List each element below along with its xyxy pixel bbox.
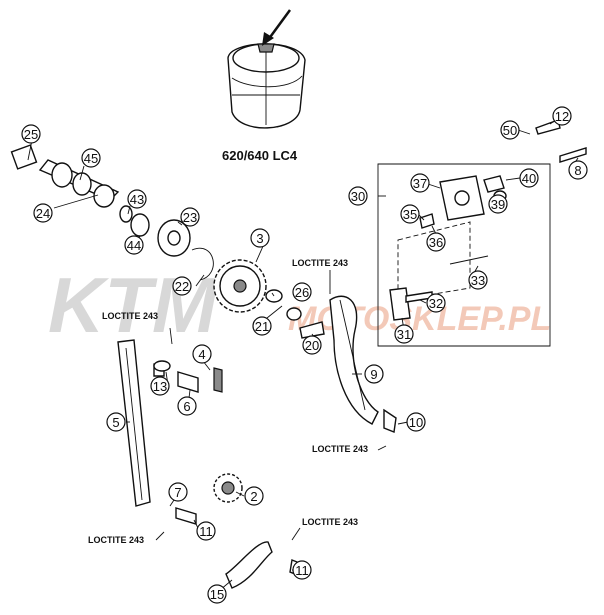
callout-50: 50: [500, 120, 520, 140]
svg-text:4: 4: [198, 347, 205, 362]
svg-text:36: 36: [429, 235, 443, 250]
bolt-drawing: [535, 119, 561, 135]
svg-text:24: 24: [36, 206, 50, 221]
svg-text:35: 35: [403, 207, 417, 222]
model-label: 620/640 LC4: [222, 148, 298, 163]
callout-13: 13: [150, 376, 170, 396]
cylinder-head-drawing: [227, 43, 306, 129]
svg-text:37: 37: [413, 176, 427, 191]
svg-text:43: 43: [130, 192, 144, 207]
svg-text:11: 11: [295, 563, 309, 578]
loctite-label: LOCTITE 243: [302, 517, 358, 527]
callout-2: 2: [244, 486, 264, 506]
tensioner-rail-drawing: [329, 295, 397, 433]
cam-sprocket-drawing: [213, 259, 325, 339]
callout-30: 30: [348, 186, 368, 206]
svg-text:12: 12: [555, 109, 569, 124]
svg-text:30: 30: [351, 189, 365, 204]
svg-text:45: 45: [84, 151, 98, 166]
callout-26: 26: [292, 282, 312, 302]
callout-44: 44: [124, 235, 144, 255]
svg-text:40: 40: [522, 171, 536, 186]
loctite-label: LOCTITE 243: [102, 311, 158, 321]
svg-text:15: 15: [210, 587, 224, 602]
svg-text:50: 50: [503, 123, 517, 138]
svg-text:39: 39: [491, 197, 505, 212]
crank-sprocket-drawing: [213, 473, 243, 503]
lower-guide-drawing: [225, 541, 303, 589]
indicator-arrow: [266, 9, 292, 41]
callout-4: 4: [192, 344, 212, 364]
callout-20: 20: [302, 335, 322, 355]
callout-32: 32: [426, 293, 446, 313]
svg-text:7: 7: [174, 485, 181, 500]
callout-24: 24: [33, 203, 53, 223]
callout-11: 11: [196, 521, 216, 541]
callout-3: 3: [250, 228, 270, 248]
svg-text:31: 31: [397, 327, 411, 342]
callout-40: 40: [519, 168, 539, 188]
callout-22: 22: [172, 276, 192, 296]
loctite-label: LOCTITE 243: [292, 258, 348, 268]
svg-text:6: 6: [183, 399, 190, 414]
svg-text:22: 22: [175, 279, 189, 294]
callout-11: 11: [292, 560, 312, 580]
svg-text:2: 2: [250, 489, 257, 504]
callout-5: 5: [106, 412, 126, 432]
callout-10: 10: [406, 412, 426, 432]
svg-text:44: 44: [127, 238, 141, 253]
callout-37: 37: [410, 173, 430, 193]
svg-text:26: 26: [295, 285, 309, 300]
tensioner-assembly-drawing: [377, 163, 551, 347]
callout-35: 35: [400, 204, 420, 224]
chain-guide-drawing: [117, 339, 223, 507]
indicator-arrowhead: [262, 32, 274, 46]
callout-9: 9: [364, 364, 384, 384]
callout-31: 31: [394, 324, 414, 344]
svg-text:33: 33: [471, 273, 485, 288]
watermark-brand: KTM: [48, 261, 219, 349]
svg-text:23: 23: [183, 210, 197, 225]
callout-33: 33: [468, 270, 488, 290]
callout-45: 45: [81, 148, 101, 168]
watermark-shop: MOTOSKLEP.PL: [288, 300, 551, 338]
svg-text:20: 20: [305, 338, 319, 353]
callout-43: 43: [127, 189, 147, 209]
svg-text:5: 5: [112, 415, 119, 430]
svg-text:10: 10: [409, 415, 423, 430]
camshaft-drawing: [10, 144, 214, 281]
svg-text:11: 11: [199, 524, 213, 539]
loctite-label: LOCTITE 243: [312, 444, 368, 454]
callout-23: 23: [180, 207, 200, 227]
callout-21: 21: [252, 316, 272, 336]
svg-text:21: 21: [255, 319, 269, 334]
callout-15: 15: [207, 584, 227, 604]
svg-text:13: 13: [153, 379, 167, 394]
callout-39: 39: [488, 194, 508, 214]
loctite-label: LOCTITE 243: [88, 535, 144, 545]
callout-12: 12: [552, 106, 572, 126]
svg-text:25: 25: [24, 127, 38, 142]
bolt-drawing: [559, 147, 587, 163]
callout-25: 25: [21, 124, 41, 144]
svg-text:32: 32: [429, 296, 443, 311]
svg-text:8: 8: [574, 163, 581, 178]
callout-7: 7: [168, 482, 188, 502]
svg-text:3: 3: [256, 231, 263, 246]
svg-text:9: 9: [370, 367, 377, 382]
guide-bolt-drawing: [175, 507, 197, 525]
callout-6: 6: [177, 396, 197, 416]
callout-36: 36: [426, 232, 446, 252]
callout-8: 8: [568, 160, 588, 180]
